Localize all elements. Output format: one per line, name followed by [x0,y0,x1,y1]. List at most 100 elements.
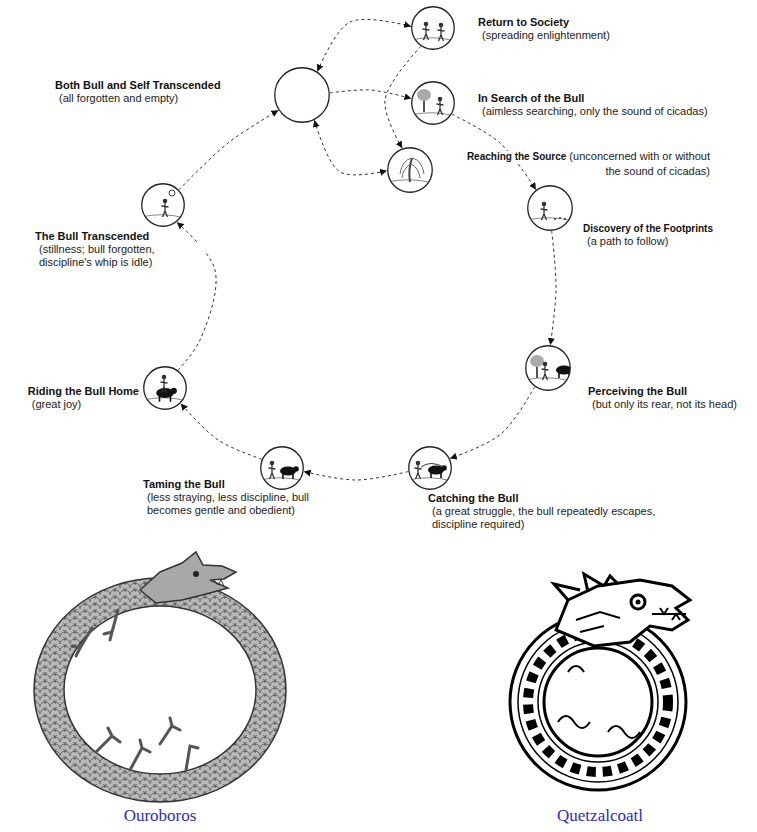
circle-border [144,367,187,410]
stage-title: The Bull Transcended [35,230,149,243]
stage-circle: Catching the Bull(a great struggle, the … [408,446,452,490]
figure-head [424,22,429,27]
figure-body [269,465,276,479]
ground-line [143,398,187,401]
circle-picture [260,461,304,481]
willow-trunk [409,158,412,182]
serpent-jaw [652,608,686,620]
stage-note: (unconcerned with or without the sound o… [569,150,710,177]
circle-picture [411,22,455,41]
figure-body [423,26,430,40]
circle-border [526,346,571,391]
footprints [554,218,566,219]
circle-outline [411,6,455,50]
circle-outline [274,67,330,123]
figure-body [541,206,548,220]
stage-circle: Discovery of the Footprints(a path to fo… [527,185,573,231]
circle-picture [143,375,187,402]
serpent-back-legs [96,718,198,770]
stage-circle: The Bull Transcended(stillness; bull for… [141,183,185,227]
figure-caption: Quetzalcoatl [557,806,643,826]
moon [169,190,175,196]
figure-head [439,23,444,28]
stage-title: Catching the Bull [428,492,518,505]
stage-circle: Riding the Bull Home(great joy) [143,366,187,410]
ground-line [527,218,573,221]
circle-border [275,68,330,123]
stage-note: (spreading enlightenment) [482,29,610,42]
bull-head [293,466,299,472]
serpent-inner-edge [544,648,652,756]
figure-head [438,97,443,102]
ground-line [260,478,304,481]
stage-note: (stillness; bull forgotten, discipline's… [39,243,205,269]
figure-head [163,199,168,204]
circle-border [412,7,455,50]
serpent-teeth [214,580,224,586]
stage-caption: Riding the Bull Home(great joy) [28,385,139,411]
stage-caption: The Bull Transcended(stillness; bull for… [35,230,205,269]
serpent-scroll [558,666,640,738]
circle-border [412,82,455,125]
circle-border [409,447,452,490]
circle-picture [387,158,433,183]
quetzalcoatl-figure [510,574,690,790]
stage-title: Discovery of the Footprints [583,222,713,235]
cycle-arrow [314,120,387,175]
connector-group [177,19,556,480]
stage-title: Reaching the Source [467,151,566,162]
stage-title: Return to Society [478,16,569,29]
tree-crown [530,355,544,367]
stage-title: Both Bull and Self Transcended [55,79,221,92]
stage-caption: Discovery of the Footprints(a path to fo… [583,222,713,248]
circle-border [261,447,304,490]
circle-outline [260,446,304,490]
cycle-arrow [317,19,411,71]
stage-note: (a great struggle, the bull repeatedly e… [432,505,678,531]
circle-outline [527,185,573,231]
serpent-eye [631,595,645,609]
figure-head [543,362,548,367]
willow-branches [400,158,424,178]
stage-caption: Both Bull and Self Transcended(all forgo… [55,79,221,105]
circle-outline [411,81,455,125]
stage-note: (a path to follow) [587,235,668,248]
circle-outline [387,147,433,193]
stage-caption: In Search of the Bull(aimless searching,… [478,92,708,118]
circle-ground [275,68,330,123]
cycle-arrow [550,231,556,345]
cycle-arrow [181,403,262,459]
circle-ground [409,447,452,490]
cycle-arrow [179,110,279,190]
stage-title: Taming the Bull [143,478,225,491]
figure-body [162,203,169,217]
circle-ground [528,186,573,231]
tree-crown [417,89,431,101]
figure-body [161,379,168,393]
serpent-head-pattern [576,612,620,632]
rope [421,464,444,468]
stage-circle: Taming the Bull(less straying, less disc… [260,446,304,490]
circle-picture [141,190,185,218]
stage-note: (aimless searching, only the sound of ci… [482,105,708,118]
stage-title: In Search of the Bull [478,92,584,105]
stage-note: (all forgotten and empty) [59,92,178,105]
stage-circle: In Search of the Bull(aimless searching,… [411,81,455,125]
stage-title: Perceiving the Bull [588,385,687,398]
serpent-crest [554,574,618,600]
stage-circle: Reaching the Source(unconcerned with or … [387,147,433,193]
circle-ground [412,7,455,50]
circle-ground [388,148,433,193]
stage-note: (less straying, less discipline, bull be… [147,491,338,517]
cycle-arrow [450,387,535,459]
ground-line [525,378,571,381]
circle-outline [141,183,185,227]
circle-picture [411,89,455,116]
figure-body [437,101,444,115]
stage-circle: Return to Society(spreading enlightenmen… [411,6,455,50]
circle-picture [408,461,452,481]
serpent-band [538,642,658,762]
